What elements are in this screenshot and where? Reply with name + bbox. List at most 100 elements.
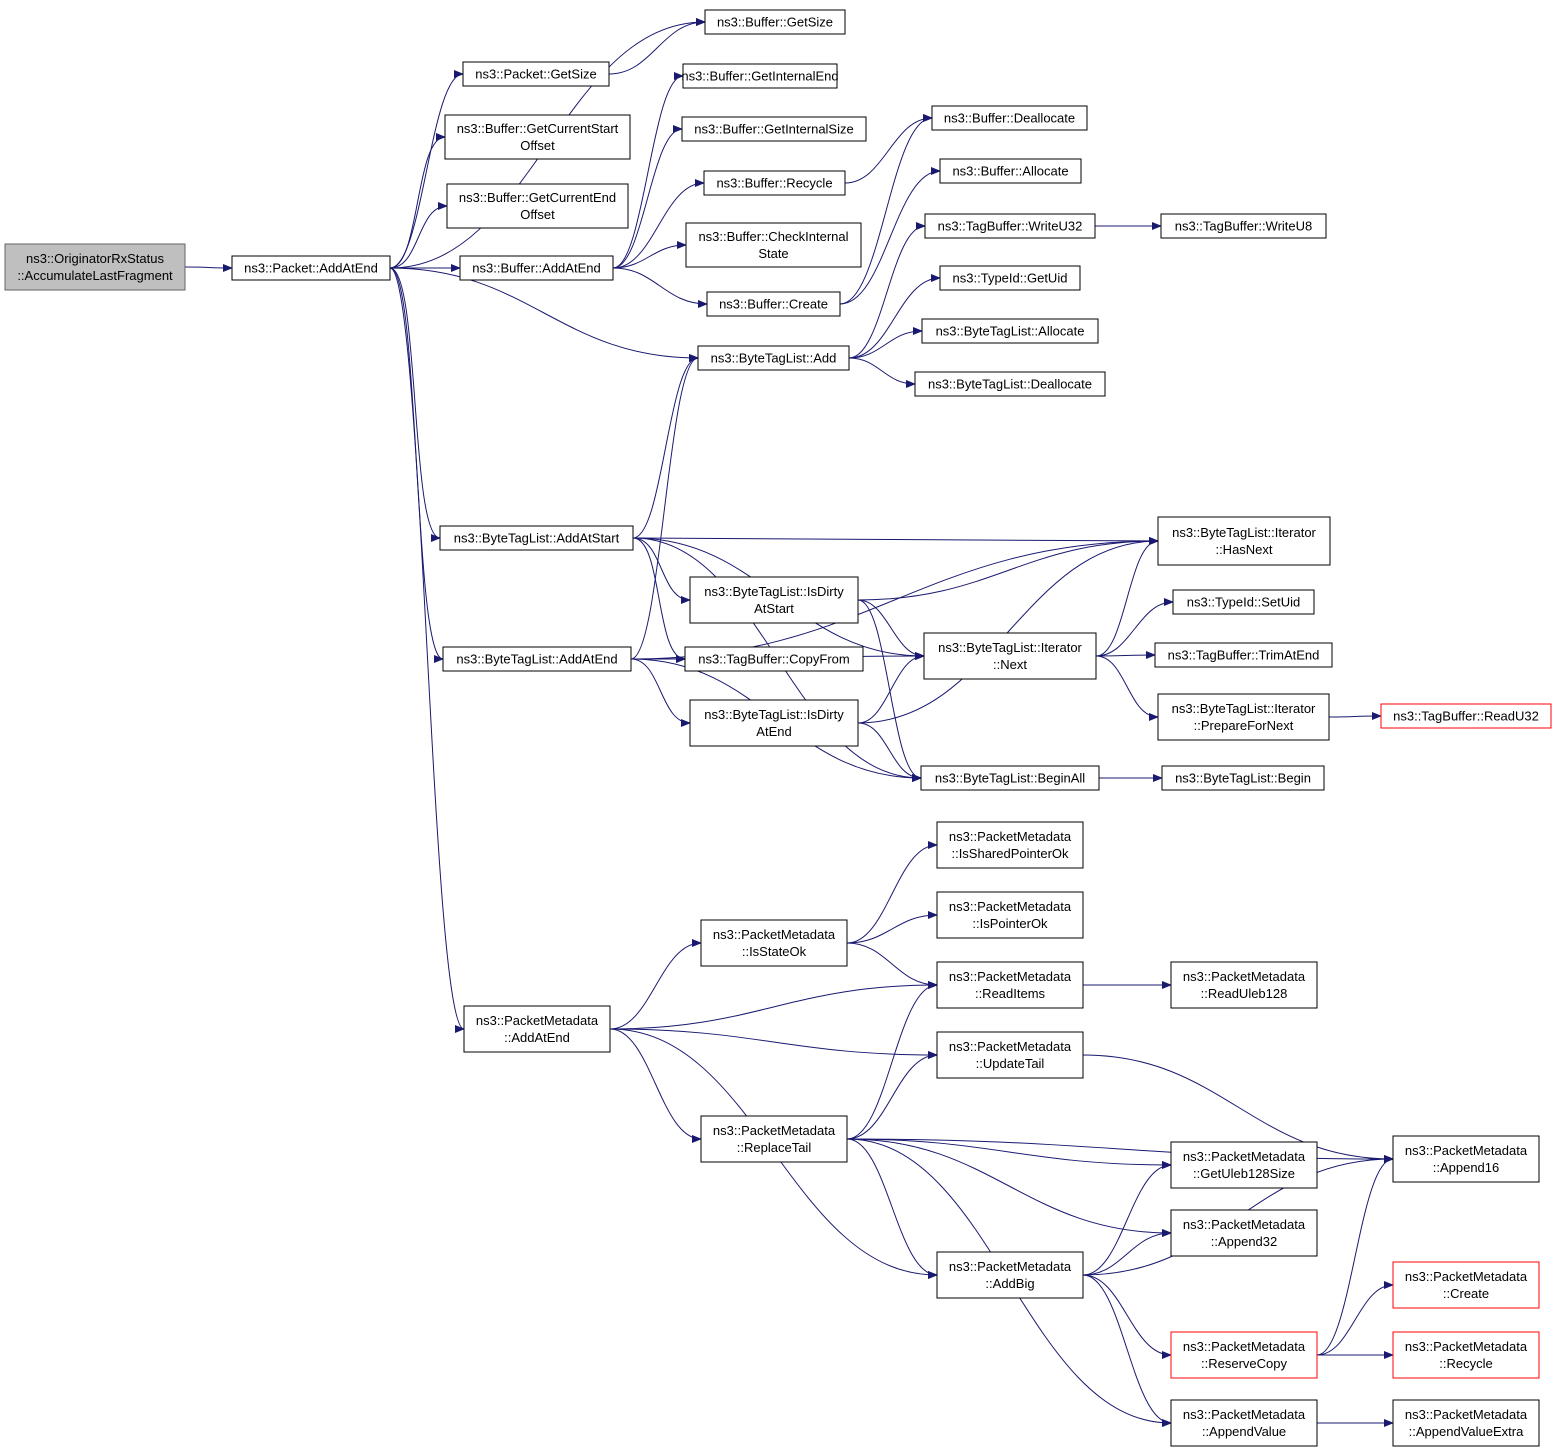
node-label: ::IsStateOk (742, 944, 807, 959)
node-ns3-packetmetadata-issharedpointerok[interactable]: ns3::PacketMetadata::IsSharedPointerOk (936, 821, 1084, 869)
edge-ns3-packetmetadata-addatend-to-ns3-packetmetadata-isstateok (609, 939, 702, 1030)
node-ns3-bytetaglist-iterator-next[interactable]: ns3::ByteTagList::Iterator::Next (923, 632, 1097, 680)
node-box (4, 243, 186, 291)
edge-ns3-buffer-create-to-ns3-buffer-deallocate (839, 114, 933, 305)
node-ns3-bytetaglist-addatstart[interactable]: ns3::ByteTagList::AddAtStart (439, 525, 634, 551)
node-label: ns3::ByteTagList::Allocate (936, 324, 1085, 339)
node-ns3-packetmetadata-appendvalueextra[interactable]: ns3::PacketMetadata::AppendValueExtra (1392, 1399, 1540, 1447)
edge-ns3-bytetaglist-addatend-to-ns3-bytetaglist-add (630, 354, 699, 660)
node-ns3-originatorrxstatus-accumulatelastfragment[interactable]: ns3::OriginatorRxStatus::AccumulateLastF… (4, 243, 186, 291)
node-box (700, 919, 848, 967)
edge-ns3-bytetaglist-iterator-next-to-ns3-tagbuffer-trimatend (1095, 651, 1156, 660)
node-ns3-packetmetadata-replacetail[interactable]: ns3::PacketMetadata::ReplaceTail (700, 1115, 848, 1163)
edge-ns3-bytetaglist-addatstart-to-ns3-bytetaglist-isdirtyatstart (632, 537, 691, 604)
node-label: ns3::PacketMetadata (949, 969, 1072, 984)
node-ns3-tagbuffer-trimatend[interactable]: ns3::TagBuffer::TrimAtEnd (1154, 642, 1333, 668)
node-ns3-packetmetadata-isstateok[interactable]: ns3::PacketMetadata::IsStateOk (700, 919, 848, 967)
node-label: ns3::PacketMetadata (1183, 1149, 1306, 1164)
edge-ns3-buffer-addatend-to-ns3-buffer-getinternalend (612, 72, 684, 269)
node-box (936, 821, 1084, 869)
node-box (682, 63, 838, 89)
node-ns3-bytetaglist-iterator-hasnext[interactable]: ns3::ByteTagList::Iterator::HasNext (1157, 516, 1331, 566)
node-ns3-buffer-deallocate[interactable]: ns3::Buffer::Deallocate (931, 105, 1088, 131)
node-label: ns3::ByteTagList::BeginAll (935, 771, 1085, 786)
node-label: ::Append32 (1211, 1234, 1278, 1249)
node-ns3-bytetaglist-begin[interactable]: ns3::ByteTagList::Begin (1161, 765, 1325, 791)
node-ns3-buffer-getinternalsize[interactable]: ns3::Buffer::GetInternalSize (681, 116, 867, 142)
node-label: ::Next (993, 657, 1027, 672)
node-label: ns3::TagBuffer::WriteU32 (938, 219, 1083, 234)
node-ns3-packetmetadata-getuleb128size[interactable]: ns3::PacketMetadata::GetUleb128Size (1170, 1141, 1318, 1189)
node-label: ns3::PacketMetadata (949, 1259, 1072, 1274)
node-ns3-typeid-getuid[interactable]: ns3::TypeId::GetUid (939, 265, 1081, 291)
node-box (459, 255, 614, 281)
node-ns3-bytetaglist-add[interactable]: ns3::ByteTagList::Add (697, 345, 850, 371)
node-label: ns3::PacketMetadata (1183, 1339, 1306, 1354)
node-ns3-typeid-setuid[interactable]: ns3::TypeId::SetUid (1172, 589, 1315, 615)
edge-ns3-buffer-addatend-to-ns3-buffer-create (612, 267, 708, 308)
node-ns3-packet-getsize[interactable]: ns3::Packet::GetSize (462, 61, 610, 87)
edge-ns3-bytetaglist-iterator-next-to-ns3-typeid-setuid (1095, 598, 1174, 657)
edge-ns3-packet-addatend-to-ns3-buffer-getcurrentstartoffset (389, 133, 446, 269)
node-ns3-buffer-allocate[interactable]: ns3::Buffer::Allocate (939, 158, 1082, 184)
node-box (446, 183, 629, 229)
node-box (700, 1115, 848, 1163)
node-box (1392, 1135, 1540, 1183)
node-box (681, 116, 867, 142)
edge-ns3-packetmetadata-replacetail-to-ns3-packetmetadata-addbig (846, 1138, 938, 1279)
node-ns3-buffer-addatend[interactable]: ns3::Buffer::AddAtEnd (459, 255, 614, 281)
node-box (1157, 693, 1330, 741)
node-box (444, 114, 631, 160)
node-label: ::Create (1443, 1286, 1489, 1301)
node-ns3-buffer-getsize[interactable]: ns3::Buffer::GetSize (704, 9, 846, 35)
node-ns3-buffer-create[interactable]: ns3::Buffer::Create (706, 291, 841, 317)
node-label: ns3::PacketMetadata (1405, 1339, 1528, 1354)
node-ns3-bytetaglist-deallocate[interactable]: ns3::ByteTagList::Deallocate (914, 371, 1106, 397)
node-label: ns3::PacketMetadata (949, 899, 1072, 914)
node-ns3-packetmetadata-create[interactable]: ns3::PacketMetadata::Create (1392, 1261, 1540, 1309)
node-ns3-buffer-getinternalend[interactable]: ns3::Buffer::GetInternalEnd (681, 63, 839, 89)
edge-ns3-packet-addatend-to-ns3-bytetaglist-add (389, 267, 699, 362)
node-label: ns3::PacketMetadata (1183, 1217, 1306, 1232)
node-ns3-bytetaglist-allocate[interactable]: ns3::ByteTagList::Allocate (921, 318, 1099, 344)
node-ns3-bytetaglist-addatend[interactable]: ns3::ByteTagList::AddAtEnd (442, 646, 632, 672)
node-label: ::HasNext (1215, 542, 1272, 557)
node-ns3-packetmetadata-addatend[interactable]: ns3::PacketMetadata::AddAtEnd (463, 1005, 611, 1053)
node-label: ::IsPointerOk (972, 916, 1048, 931)
node-label: ::ReserveCopy (1201, 1356, 1287, 1371)
node-ns3-packetmetadata-ispointerok[interactable]: ns3::PacketMetadata::IsPointerOk (936, 891, 1084, 939)
node-ns3-packetmetadata-recycle[interactable]: ns3::PacketMetadata::Recycle (1392, 1331, 1540, 1379)
node-label: ns3::ByteTagList::Begin (1175, 771, 1311, 786)
node-ns3-tagbuffer-readu32[interactable]: ns3::TagBuffer::ReadU32 (1380, 703, 1552, 729)
node-ns3-packetmetadata-append32[interactable]: ns3::PacketMetadata::Append32 (1170, 1209, 1318, 1257)
node-ns3-packetmetadata-reservecopy[interactable]: ns3::PacketMetadata::ReserveCopy (1170, 1331, 1318, 1379)
node-box (1161, 765, 1325, 791)
node-ns3-packetmetadata-appendvalue[interactable]: ns3::PacketMetadata::AppendValue (1170, 1399, 1318, 1447)
node-ns3-bytetaglist-beginall[interactable]: ns3::ByteTagList::BeginAll (920, 765, 1100, 791)
node-ns3-packetmetadata-readitems[interactable]: ns3::PacketMetadata::ReadItems (936, 961, 1084, 1009)
edge-ns3-bytetaglist-add-to-ns3-bytetaglist-allocate (848, 327, 923, 359)
node-box (1170, 1141, 1318, 1189)
node-ns3-tagbuffer-copyfrom[interactable]: ns3::TagBuffer::CopyFrom (684, 646, 864, 672)
node-ns3-packetmetadata-updatetail[interactable]: ns3::PacketMetadata::UpdateTail (936, 1031, 1084, 1079)
node-ns3-packetmetadata-readuleb128[interactable]: ns3::PacketMetadata::ReadUleb128 (1170, 961, 1318, 1009)
node-label: ns3::PacketMetadata (1183, 1407, 1306, 1422)
edge-ns3-packetmetadata-reservecopy-to-ns3-packetmetadata-create (1316, 1281, 1394, 1356)
node-ns3-tagbuffer-writeu8[interactable]: ns3::TagBuffer::WriteU8 (1160, 213, 1327, 239)
edge-ns3-packetmetadata-isstateok-to-ns3-packetmetadata-readitems (846, 942, 938, 989)
node-ns3-packetmetadata-append16[interactable]: ns3::PacketMetadata::Append16 (1392, 1135, 1540, 1183)
node-ns3-tagbuffer-writeu32[interactable]: ns3::TagBuffer::WriteU32 (924, 213, 1096, 239)
node-ns3-packetmetadata-addbig[interactable]: ns3::PacketMetadata::AddBig (936, 1251, 1084, 1299)
node-box (231, 255, 391, 281)
node-ns3-packet-addatend[interactable]: ns3::Packet::AddAtEnd (231, 255, 391, 281)
node-label: ::ReadItems (975, 986, 1046, 1001)
node-ns3-bytetaglist-iterator-preparefornext[interactable]: ns3::ByteTagList::Iterator::PrepareForNe… (1157, 693, 1330, 741)
node-ns3-buffer-recycle[interactable]: ns3::Buffer::Recycle (703, 170, 846, 196)
node-box (1392, 1331, 1540, 1379)
node-box (1170, 1399, 1318, 1447)
